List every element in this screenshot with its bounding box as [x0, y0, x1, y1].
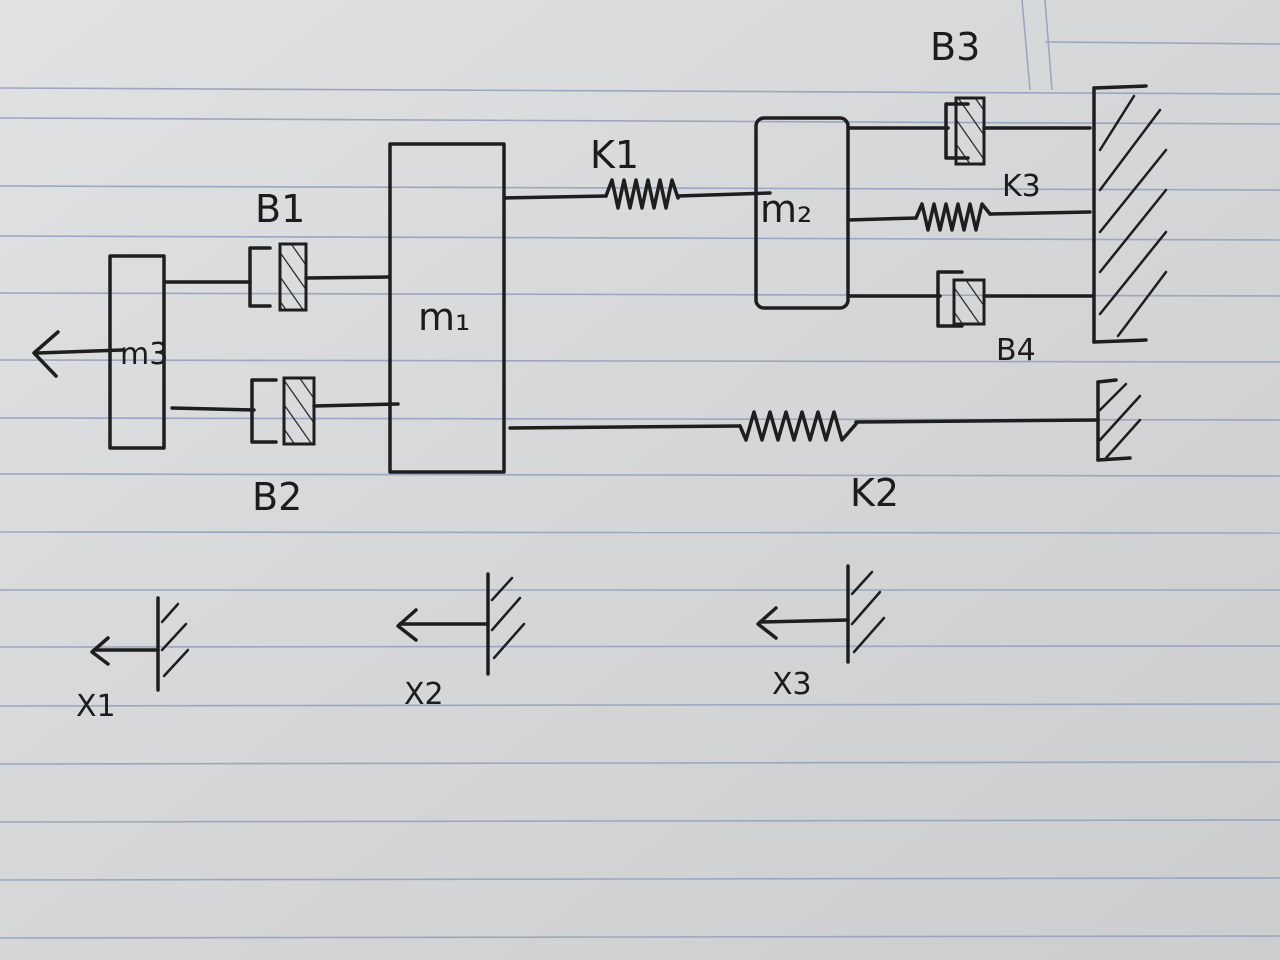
m2-label: m₂ [760, 187, 812, 231]
fixed-wall-lower [1096, 378, 1142, 462]
displacement-x2: X2 [396, 572, 526, 712]
damper-b3: B3 [846, 25, 1092, 166]
damper-b4: B4 [848, 270, 1094, 368]
force-arrow-icon [32, 330, 124, 378]
x1-label: X1 [76, 689, 116, 724]
b4-label: B4 [996, 333, 1036, 368]
displacement-x3: X3 [756, 564, 886, 702]
k3-label: K3 [1002, 169, 1041, 204]
x2-label: X2 [404, 677, 444, 712]
ruled-lines [0, 0, 1280, 939]
b3-label: B3 [930, 25, 980, 69]
damper-b2: B2 [170, 376, 400, 519]
mass-m2: m₂ [754, 116, 850, 310]
damper-b1: B1 [164, 187, 390, 312]
mass-m3: m3 [108, 254, 168, 450]
m1-label: m₁ [418, 295, 470, 339]
k2-label: K2 [850, 471, 899, 515]
mass-m1: m₁ [388, 142, 506, 474]
displacement-x1: X1 [76, 596, 190, 724]
spring-k2: K2 [508, 410, 1100, 515]
x3-label: X3 [772, 667, 812, 702]
b1-label: B1 [255, 187, 305, 231]
b2-label: B2 [252, 475, 302, 519]
k1-label: K1 [590, 133, 639, 177]
m3-label: m3 [120, 337, 168, 372]
fixed-wall-upper [1092, 84, 1168, 344]
spring-k3: K3 [846, 169, 1092, 232]
